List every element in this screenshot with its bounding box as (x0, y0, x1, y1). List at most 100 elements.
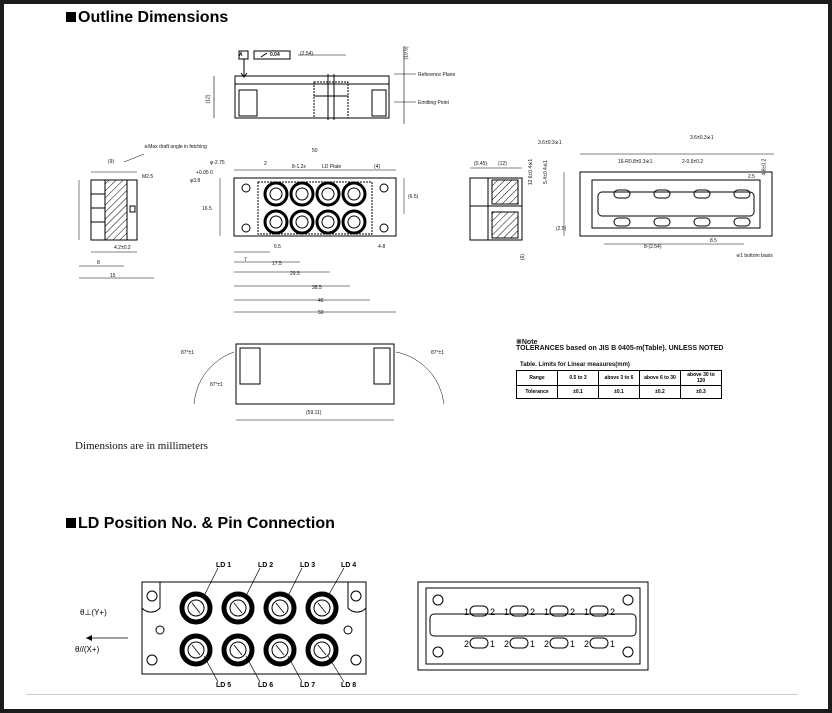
side-view-drawing (213, 46, 416, 124)
bottom-pad (693, 189, 711, 199)
front-dim-e: (4) (374, 164, 381, 170)
front-body-outline (233, 177, 397, 237)
reference-plane-label: Reference Plane (418, 72, 456, 78)
ld-label-1: LD 1 (216, 562, 232, 569)
ld-emitter-ring (263, 591, 297, 625)
left-dim-bottom1: 4.2±0.2 (114, 245, 131, 251)
right-dim-b: (12) (498, 161, 507, 167)
ld-emitter-window (271, 641, 289, 659)
flatness-value: 0.04 (270, 52, 280, 58)
table-cell: above 6 to 30 (639, 370, 681, 386)
ld-emitter-mark (317, 644, 327, 656)
side-center-module (313, 81, 349, 119)
ld-position-heading-text: LD Position No. & Pin Connection (78, 515, 335, 532)
axis-y-label: θ⊥(Y+) (80, 608, 107, 617)
bottom-pad (733, 217, 751, 227)
pin-pad-bottom (549, 637, 569, 649)
pin-number: 2 (530, 607, 535, 617)
left-dim-bottom3: 15 (110, 273, 116, 279)
units-note: Dimensions are in millimeters (75, 440, 208, 452)
bottom-left-b: 5.4±0.4※1 (542, 160, 549, 184)
front-ld-window (321, 215, 335, 229)
tolerance-value-row: Tolerance ±0.1 ±0.1 ±0.2 ±0.3 (516, 385, 722, 399)
ld-label-5: LD 5 (216, 682, 232, 689)
side-dim-left: (12) (205, 94, 212, 104)
ld-emitter-mark (191, 602, 201, 614)
ld-position-heading: LD Position No. & Pin Connection (66, 515, 335, 533)
pin-number: 2 (490, 607, 495, 617)
left-m-note: M2.5 (142, 174, 154, 180)
bottom-pad (733, 189, 751, 199)
ld-emitter-ring (221, 591, 255, 625)
bottom-right-a: 2.5 (748, 174, 755, 180)
front-pitch-label: 8-1.2x (292, 164, 306, 170)
front-total-width: 50 (312, 148, 318, 154)
bottom-pad (613, 217, 631, 227)
ld-label-6: LD 6 (258, 682, 274, 689)
front-r6: 50 (318, 310, 324, 316)
front-right-dim: (6.5) (408, 194, 419, 200)
front-ld-window (269, 215, 283, 229)
ld-emitter-window (313, 641, 331, 659)
left-dim-bottom2: 8 (97, 260, 100, 266)
ld-emitter-window (313, 599, 331, 617)
pin-number: 1 (530, 639, 535, 649)
ld-emitter-window (229, 599, 247, 617)
bottom-pad (693, 217, 711, 227)
ld-emitter-window (187, 599, 205, 617)
pin-pad-bottom (589, 637, 609, 649)
pin-number: 1 (544, 607, 549, 617)
front-ld-ring (263, 181, 289, 207)
ld-emitter-ring (263, 633, 297, 667)
pin-pad-top (469, 605, 489, 617)
note-text: TOLERANCES based on JIS B 0405-m(Table).… (516, 345, 724, 352)
footer-rule (26, 694, 798, 695)
front-ld-window (347, 187, 361, 201)
front-view-drawing (219, 169, 405, 313)
ld-emitter-array (179, 591, 339, 667)
ld-emitter-ring (305, 591, 339, 625)
bottom-left-a: 12.6±0.4※1 (528, 158, 535, 186)
ld-emitter-mark (191, 644, 201, 656)
pin-pad-bottom (469, 637, 489, 649)
side-body-outline (234, 75, 390, 119)
pin-number: 1 (464, 607, 469, 617)
top-angle-left: 87°±1 (181, 350, 195, 356)
right-view-drawing (469, 167, 523, 241)
front-ld-ring (315, 181, 341, 207)
bottom-top-b: 3.6±0.3※1 (690, 135, 714, 141)
ld-label-2: LD 2 (258, 562, 274, 569)
table-cell: above 3 to 6 (598, 370, 640, 386)
bottom-pad (653, 217, 671, 227)
table-cell: ±0.3 (680, 385, 722, 399)
ld-emitter-window (271, 599, 289, 617)
pin-number: 2 (504, 639, 509, 649)
pin-pad-top (509, 605, 529, 617)
axis-x-label: θ//(X+) (75, 645, 100, 654)
ld-emitter-window (229, 641, 247, 659)
left-view-drawing (78, 154, 154, 279)
bottom-view-drawing (563, 153, 774, 245)
side-dim-right: (10.5) (403, 46, 410, 60)
front-ld-ring (289, 181, 315, 207)
bottom-left-c: (2.5) (556, 226, 567, 232)
ld-emitter-ring (179, 633, 213, 667)
front-r4: 38.5 (312, 285, 322, 291)
right-dim-c: (6) (520, 253, 527, 261)
tolerance-header-row: Range 0.5 to 3 above 3 to 6 above 6 to 3… (516, 370, 722, 386)
pin-number: 2 (584, 639, 589, 649)
right-dim-a: (0.45) (474, 161, 488, 167)
front-ld-ring (341, 181, 367, 207)
front-r5: 46 (318, 298, 324, 304)
pin-number: 1 (490, 639, 495, 649)
side-left-pocket (238, 89, 258, 117)
front-dim-d: +0.05 0 (196, 170, 213, 176)
ld-emitter-window (187, 641, 205, 659)
pin-pad-top (549, 605, 569, 617)
right-body-outline (469, 177, 523, 241)
front-ld-window (295, 215, 309, 229)
bottom-end: 8.5 (710, 238, 717, 244)
emitting-point-label: Emitting Point (418, 100, 449, 106)
